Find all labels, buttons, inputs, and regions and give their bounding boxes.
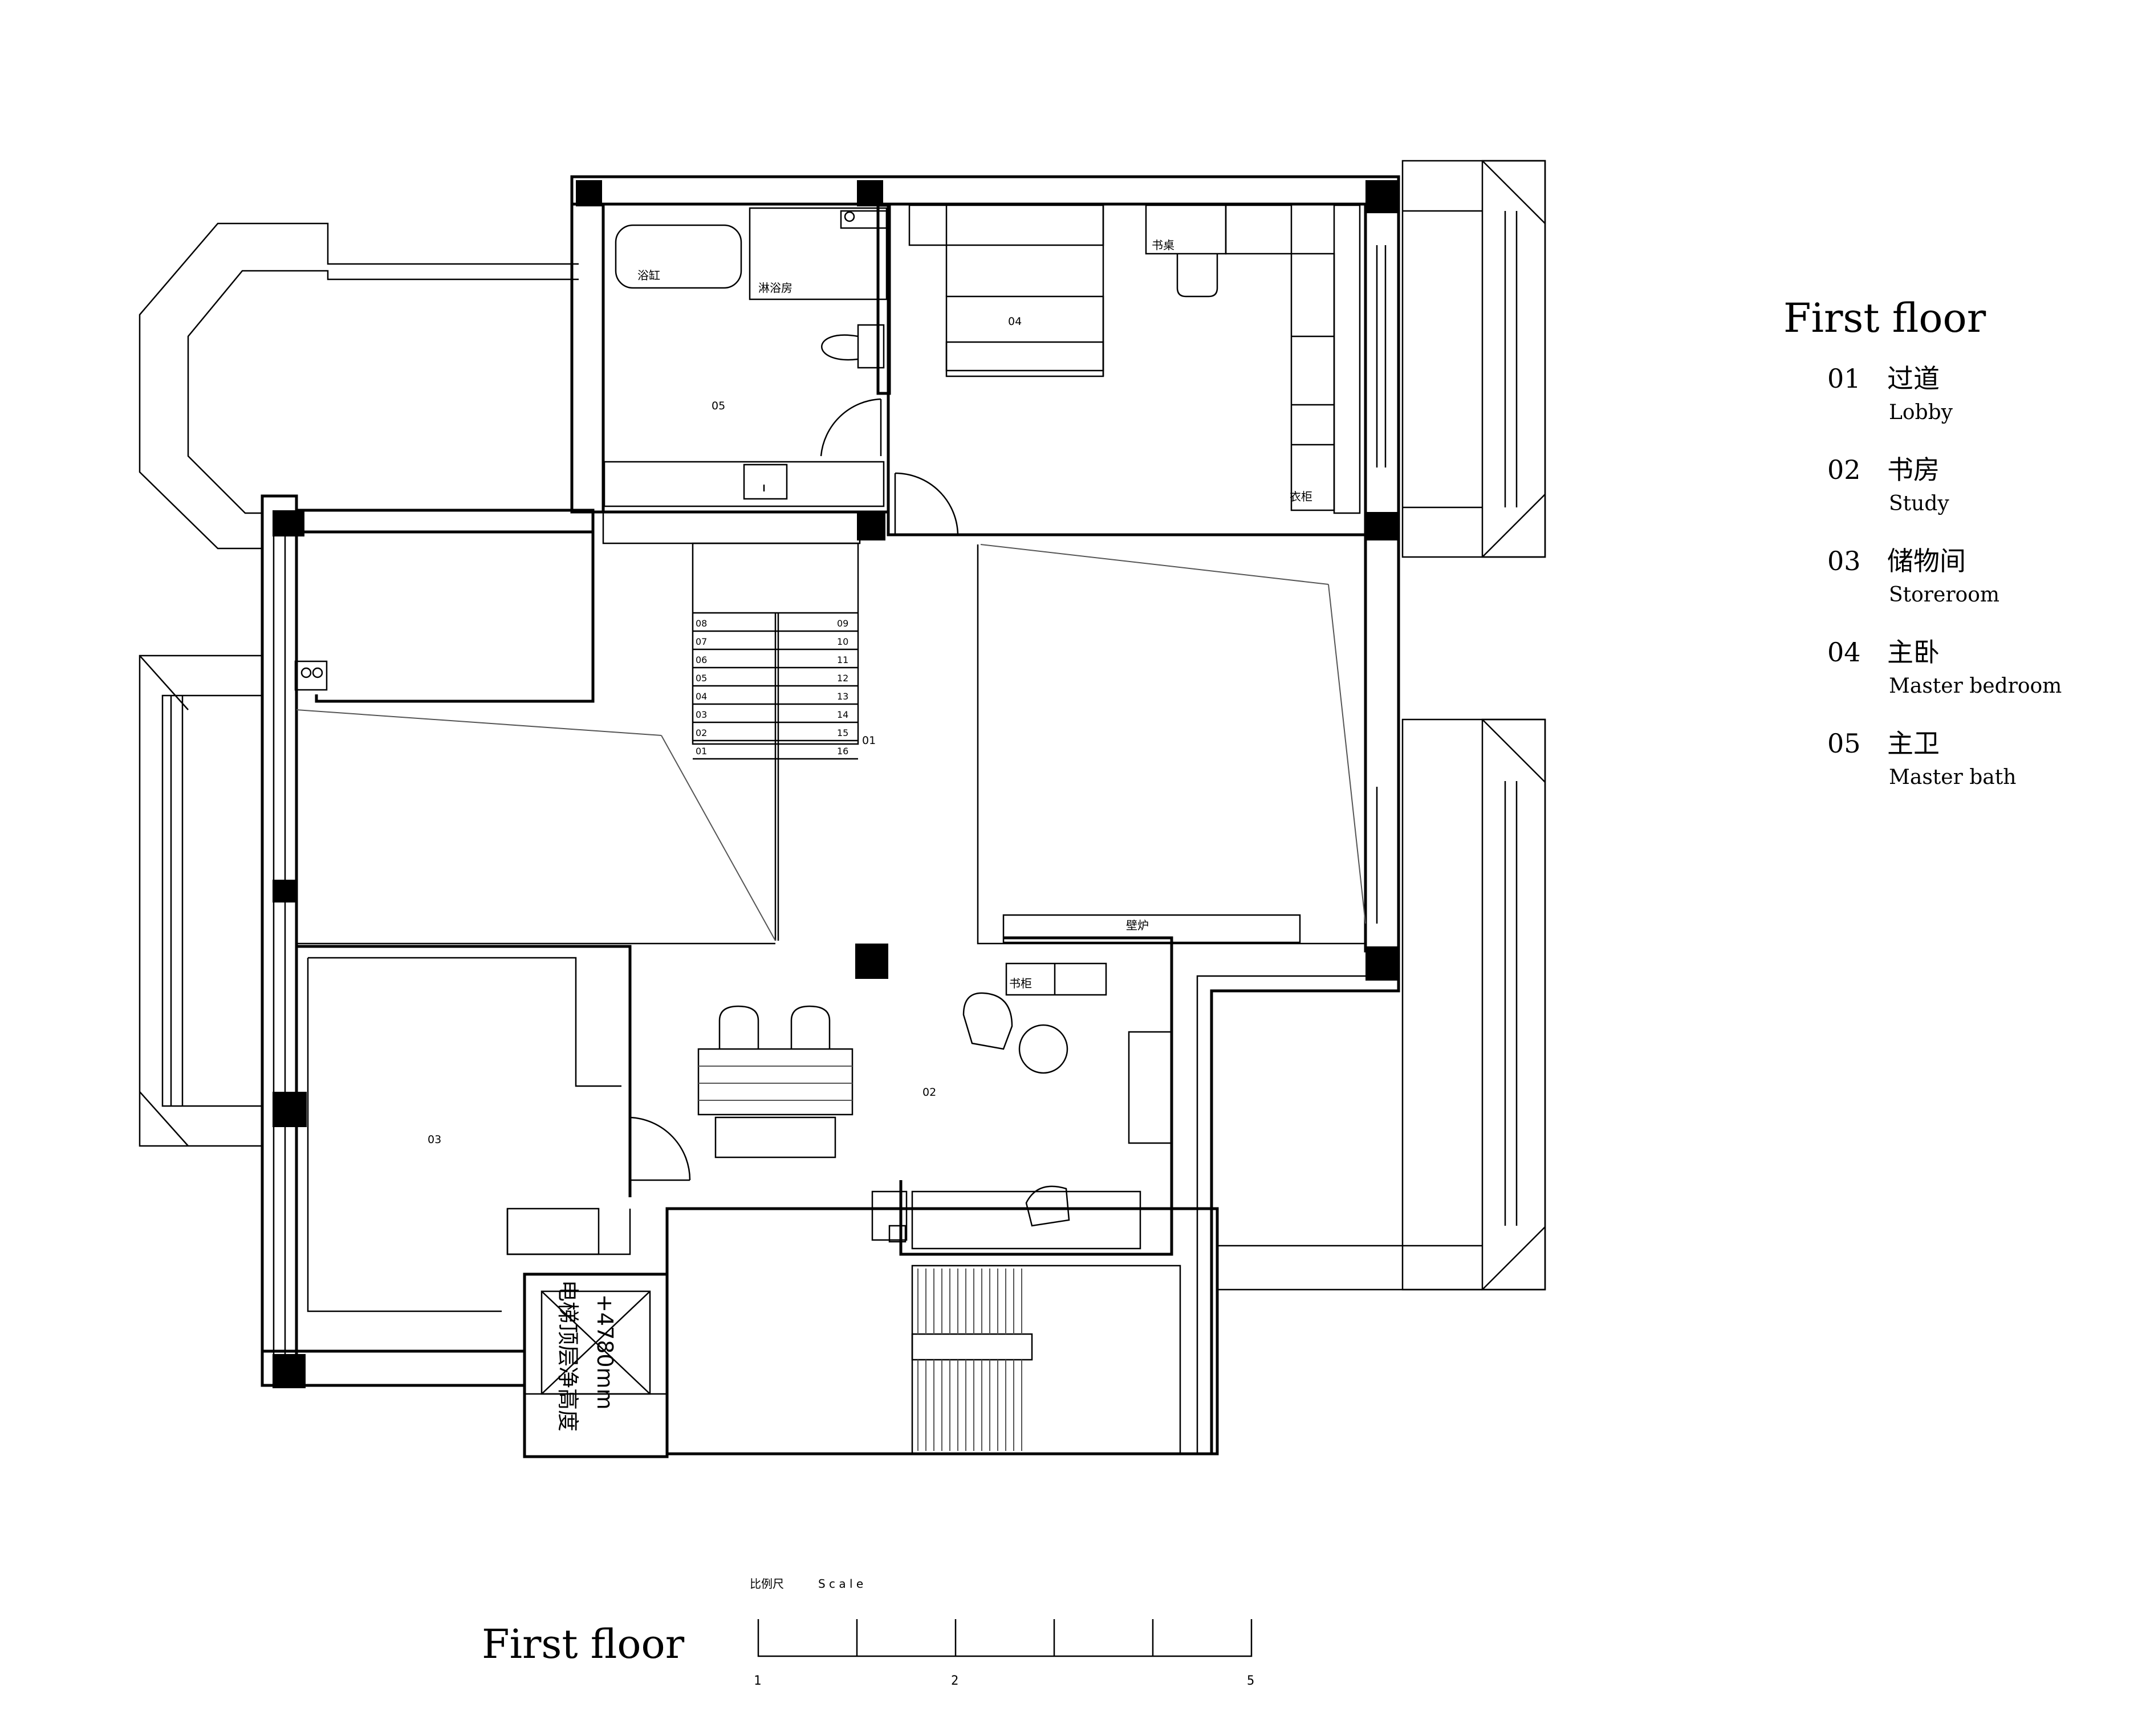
stair-number: 16	[837, 746, 848, 757]
legend-chinese: 主卧	[1887, 637, 1940, 668]
legend: First floor 01 过道 Lobby 02 书房 Study 03 储物间 Store…	[1783, 295, 2062, 789]
study	[697, 936, 1173, 1256]
legend-title: First floor	[1783, 295, 1986, 341]
legend-chinese: 主卫	[1887, 728, 1940, 759]
left-balcony	[139, 654, 263, 1147]
legend-item: 04 主卧 Master bedroom	[1827, 637, 2062, 698]
stair-number: 03	[696, 709, 707, 720]
stair-number: 10	[837, 636, 848, 647]
scale-tick-2: 2	[951, 1674, 958, 1688]
elevator-note-text: 电梯顶层净高度	[555, 1280, 580, 1432]
label-fireplace: 壁炉	[1126, 918, 1149, 932]
elevator-height: +4780mm	[592, 1294, 617, 1410]
legend-english: Lobby	[1889, 401, 1953, 424]
left-upper-bay-window	[139, 222, 579, 550]
stair-number: 11	[837, 654, 848, 665]
legend-english: Storeroom	[1889, 583, 1999, 607]
stair-number: 07	[696, 636, 707, 647]
legend-number: 03	[1827, 546, 1861, 576]
master-bath	[601, 202, 891, 514]
legend-number: 04	[1827, 637, 1861, 668]
label-wardrobe: 衣柜	[1290, 490, 1312, 503]
legend-english: Master bath	[1889, 766, 2016, 789]
master-bedroom	[887, 202, 1367, 536]
west-room	[294, 532, 775, 945]
lower-staircase	[911, 1265, 1181, 1455]
room-number-05: 05	[712, 400, 725, 412]
room-number-02: 02	[922, 1086, 936, 1099]
lobby	[296, 511, 1366, 941]
stair-number: 05	[696, 673, 707, 684]
storeroom	[296, 945, 691, 1312]
stair-number: 09	[837, 618, 848, 629]
label-shower: 淋浴房	[758, 281, 792, 295]
stair-number: 06	[696, 654, 707, 665]
east-room	[977, 544, 1365, 945]
stair-number: 15	[837, 727, 848, 738]
legend-english: Study	[1889, 492, 1949, 515]
room-number-01: 01	[862, 734, 876, 747]
lower-stair-treads	[917, 1269, 1022, 1451]
stair-number: 13	[837, 691, 848, 702]
elevator-note: +4780mm 电梯顶层净高度	[555, 1280, 617, 1432]
legend-item: 01 过道 Lobby	[1827, 363, 1953, 424]
right-upper-balcony	[1401, 160, 1546, 558]
legend-item: 02 书房 Study	[1827, 454, 1949, 515]
legend-number: 01	[1827, 363, 1861, 394]
stair-number: 02	[696, 727, 707, 738]
stair-number: 01	[696, 746, 707, 757]
legend-chinese: 储物间	[1887, 546, 1966, 576]
legend-number: 02	[1827, 454, 1861, 485]
legend-chinese: 过道	[1887, 363, 1940, 394]
legend-items: 01 过道 Lobby 02 书房 Study 03 储物间 Storeroom 04 主卧 Mast…	[1827, 363, 2062, 789]
stair-treads	[693, 612, 858, 760]
scale-label-en: S c a l e	[818, 1577, 863, 1591]
label-bathtub: 浴缸	[637, 269, 660, 282]
stair-numbers-right: 09 10 11 12 13 14 15 16	[837, 618, 848, 757]
scale-label-zh: 比例尺	[750, 1577, 784, 1591]
legend-item: 05 主卫 Master bath	[1827, 728, 2016, 789]
exterior-walls	[261, 175, 1400, 1458]
scale-tick-5: 5	[1247, 1674, 1254, 1688]
structural-columns	[273, 180, 1399, 1388]
right-lower-balcony	[1217, 718, 1546, 1291]
room-number-03: 03	[428, 1133, 441, 1146]
stair-number: 08	[696, 618, 707, 629]
label-desk: 书桌	[1152, 238, 1174, 252]
stair-numbers-left: 08 07 06 05 04 03 02 01	[696, 618, 707, 757]
stair-number: 12	[837, 673, 848, 684]
legend-english: Master bedroom	[1889, 674, 2062, 698]
label-bookcase: 书柜	[1009, 977, 1032, 990]
legend-number: 05	[1827, 728, 1861, 759]
stair-number: 14	[837, 709, 848, 720]
elevator-shaft	[523, 1290, 668, 1458]
stair-number: 04	[696, 691, 707, 702]
legend-chinese: 书房	[1887, 454, 1940, 485]
plan-title: First floor	[482, 1621, 685, 1668]
legend-item: 03 储物间 Storeroom	[1827, 546, 1999, 607]
scale-tick-1: 1	[754, 1674, 761, 1688]
room-number-04: 04	[1008, 315, 1022, 328]
scale-bar: 比例尺 S c a l e 1 2 5	[750, 1577, 1254, 1688]
